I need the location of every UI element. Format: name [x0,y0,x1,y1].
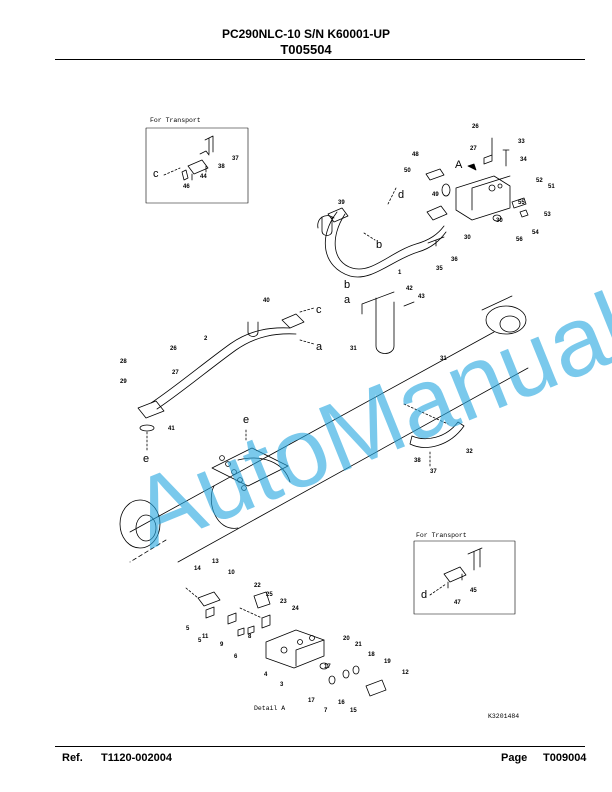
callout-31: 31 [350,346,357,352]
callout-21: 21 [355,642,362,648]
callout-39: 39 [338,200,345,206]
callout-41: 41 [168,426,175,432]
callout-20: 20 [343,636,350,642]
connector-letter-e-bottom: e [143,453,149,465]
callout-15: 15 [350,708,357,714]
callout-11: 11 [202,634,209,640]
callout-34: 34 [520,157,527,163]
callout-30: 30 [496,218,503,224]
callout-32: 32 [466,449,473,455]
ref-value: T1120-002004 [101,752,172,764]
callout-55: 55 [518,200,525,206]
callout-6: 6 [234,654,238,660]
footer-rule [55,746,585,747]
callout-4: 4 [264,672,268,678]
connector-letter-c: c [316,304,322,316]
callout-17: 17 [308,698,315,704]
transport-label-top: For Transport [150,117,201,124]
detail-a-caption: Detail A [254,705,285,712]
ref-label: Ref. [62,752,83,764]
page-value: T009004 [543,752,587,764]
callout-29: 29 [120,379,127,385]
callout-33: 33 [518,139,525,145]
callout-3: 3 [280,682,284,688]
callout-5: 5 [186,626,190,632]
callout-45: 45 [470,588,477,594]
callout-54: 54 [532,230,539,236]
callout-17-alt: 17 [324,664,331,670]
callout-5-alt: 5 [198,638,202,644]
model-title: PC290NLC-10 S/N K60001-UP [221,27,391,41]
callout-14: 14 [194,566,201,572]
callout-40: 40 [263,298,270,304]
image-code: K3201484 [488,713,519,720]
connector-letter-d: d [398,189,404,201]
callout-47: 47 [454,600,461,606]
callout-50: 50 [404,168,411,174]
connector-letter-d-inset: d [421,589,427,601]
callout-22: 22 [254,583,261,589]
view-letter-a: A [455,159,463,171]
callout-38: 38 [414,458,421,464]
callout-56: 56 [516,237,523,243]
callout-26: 26 [170,346,177,352]
callout-16: 16 [338,700,345,706]
callout-27-alt: 27 [470,146,477,152]
assembly-code: T005504 [280,42,332,57]
callout-25: 25 [266,592,273,598]
callout-19: 19 [384,659,391,665]
callout-9: 9 [220,642,224,648]
callout-49: 49 [432,192,439,198]
connector-letter-a: a [344,294,351,306]
callout-31-alt: 31 [440,356,447,362]
callout-12: 12 [402,670,409,676]
transport-label-bottom: For Transport [416,532,467,539]
connector-letter-a-tube: a [316,341,323,353]
callout-27: 27 [172,370,179,376]
callout-36: 36 [451,257,458,263]
connector-letter-b: b [344,279,350,291]
callout-42: 42 [406,286,413,292]
callout-51: 51 [548,184,555,190]
connector-letter-e-top: e [243,414,249,426]
callout-46: 46 [183,184,190,190]
parts-diagram: 1234567891011121314151617181920212223242… [116,117,612,720]
callout-1: 1 [398,270,402,276]
callout-48: 48 [412,152,419,158]
page-label: Page [501,752,528,764]
callout-18: 18 [368,652,375,658]
callout-30-alt: 30 [464,235,471,241]
callout-26-alt: 26 [472,124,479,130]
callout-23: 23 [280,599,287,605]
callout-28: 28 [120,359,127,365]
callout-37-alt: 37 [232,156,239,162]
callout-8: 8 [248,634,252,640]
callout-13: 13 [212,559,219,565]
connector-letter-c-top: c [153,168,159,180]
header-rule [55,59,585,60]
connector-letter-b-tube: b [376,239,382,251]
callout-52: 52 [536,178,543,184]
callout-35: 35 [436,266,443,272]
callout-24: 24 [292,606,299,612]
callout-7: 7 [324,708,328,714]
watermark-logo: AutoManual [116,271,612,569]
callout-44: 44 [200,174,207,180]
callout-2: 2 [204,336,208,342]
callout-37: 37 [430,469,437,475]
callout-10: 10 [228,570,235,576]
callout-43: 43 [418,294,425,300]
callout-53: 53 [544,212,551,218]
callout-38-alt: 38 [218,164,225,170]
